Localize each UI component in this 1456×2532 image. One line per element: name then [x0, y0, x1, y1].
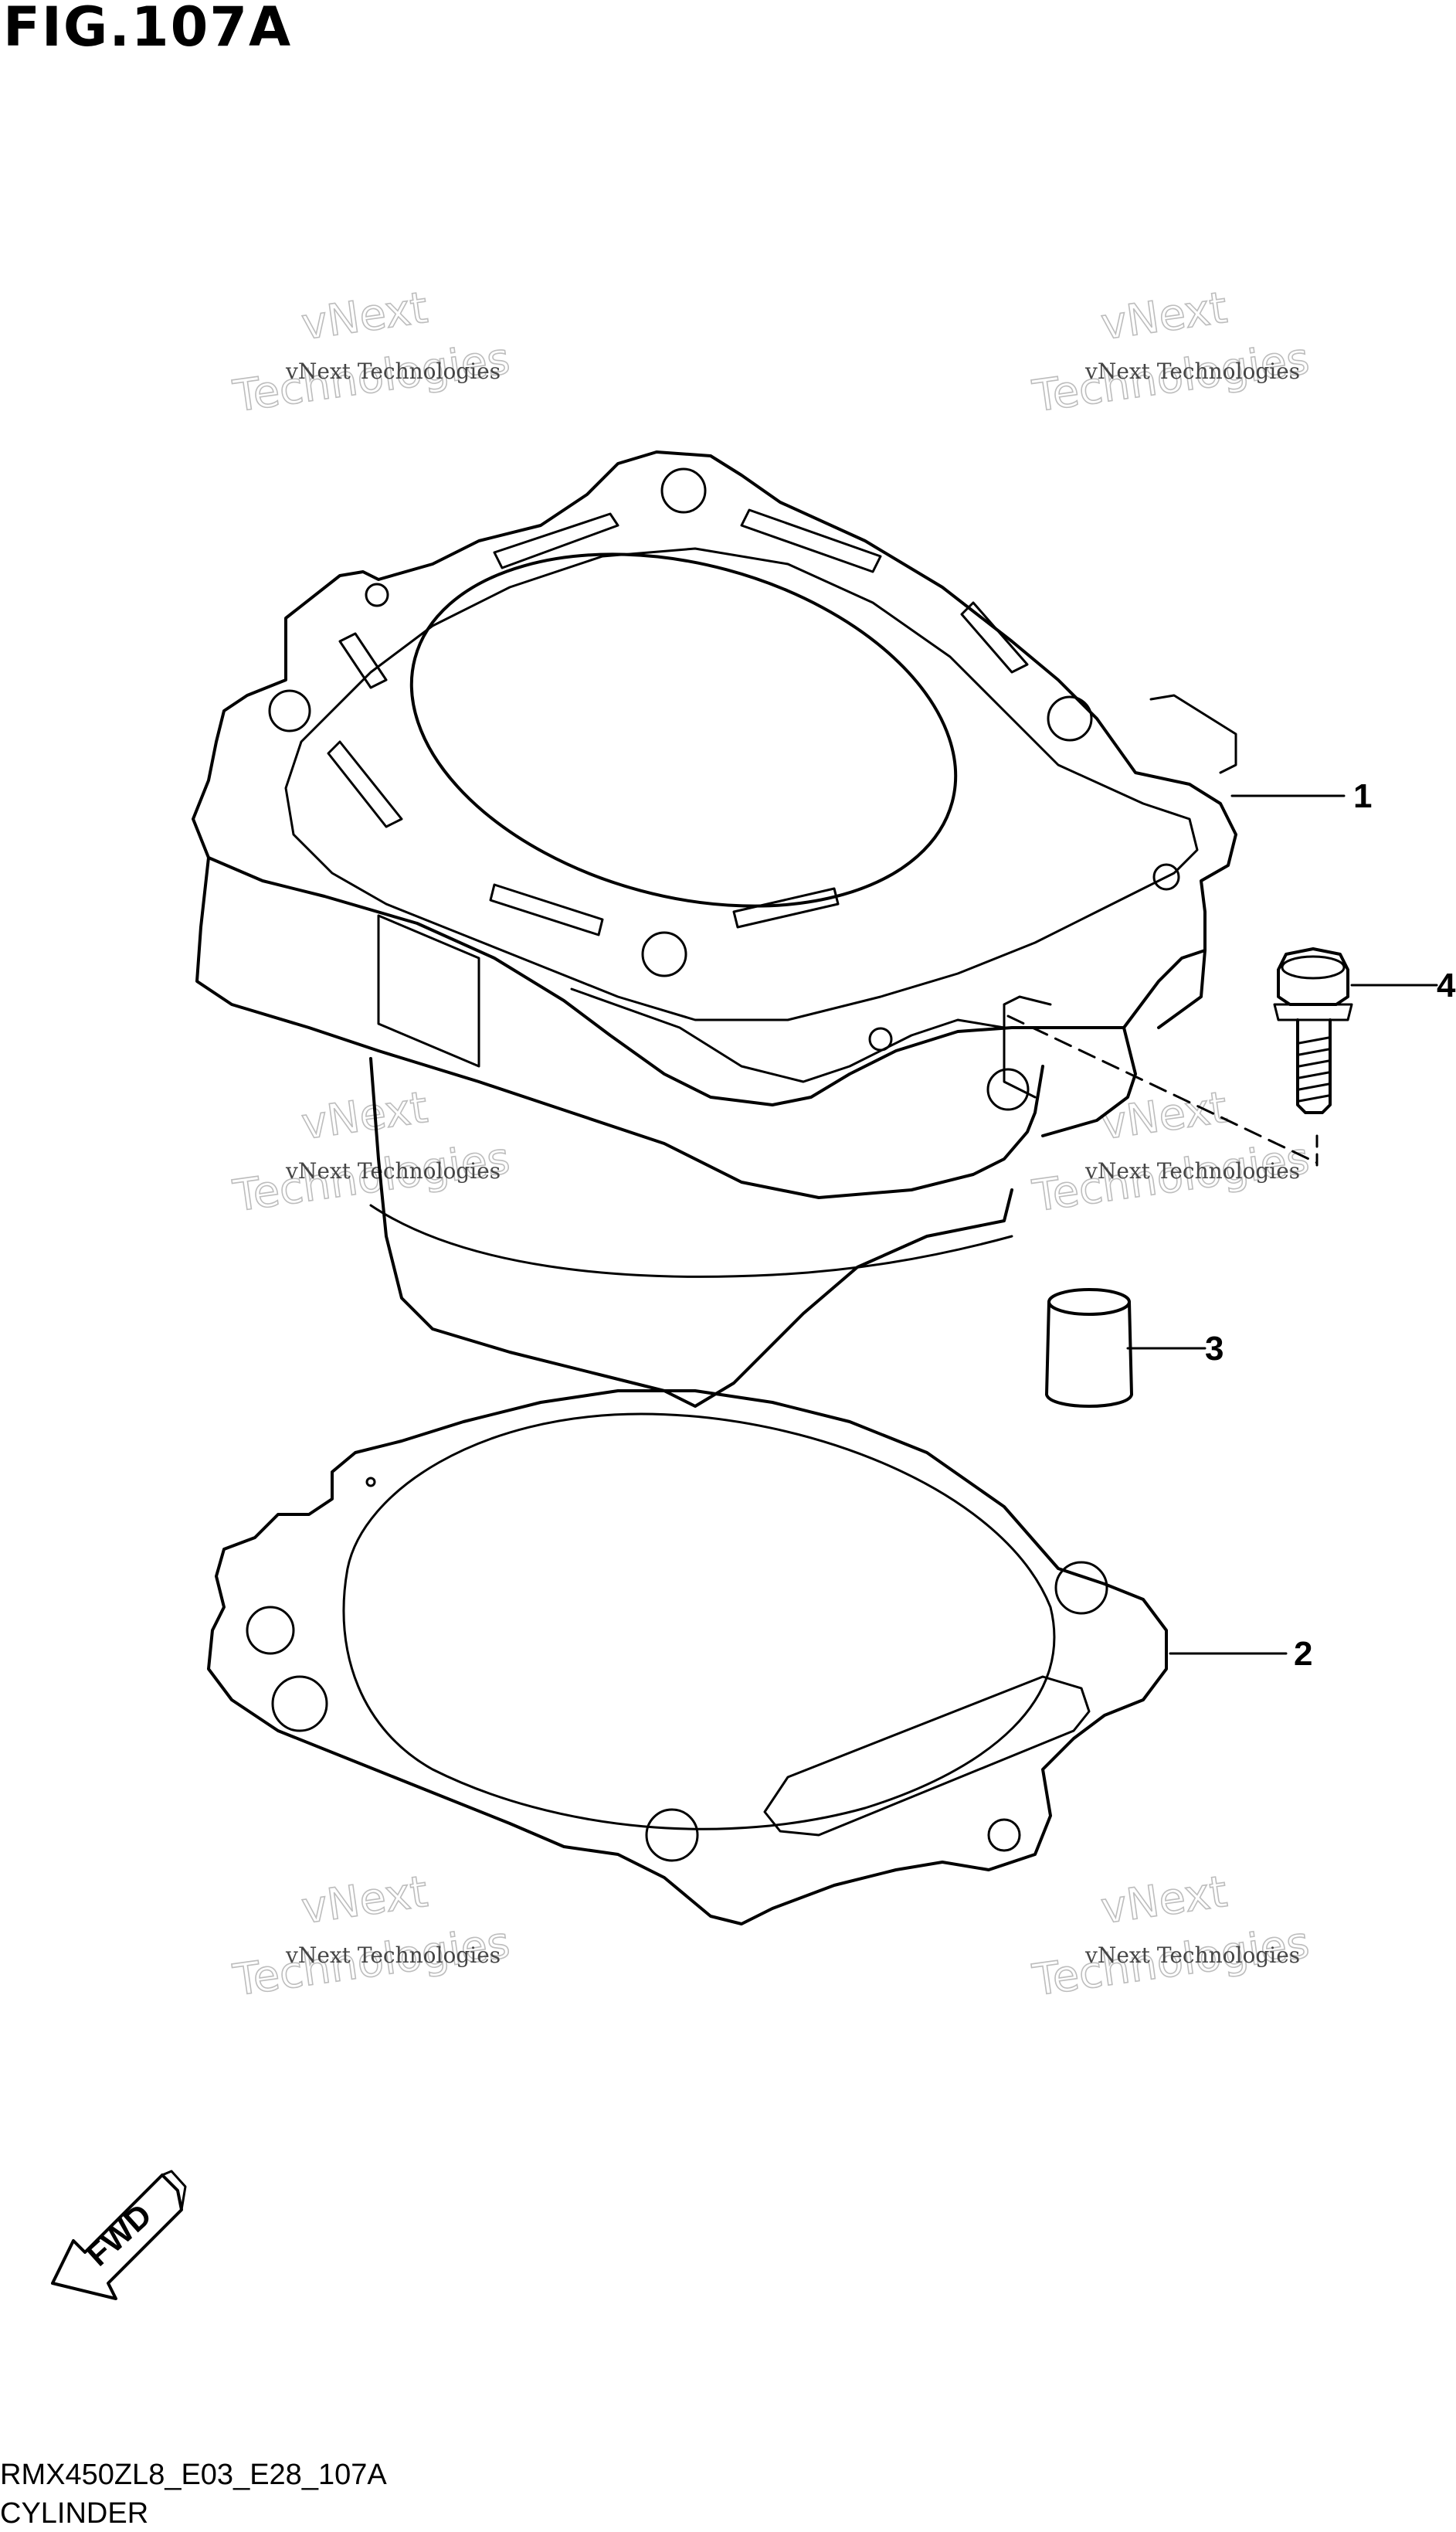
bolt-thread	[1298, 1036, 1330, 1103]
gasket-bolt-hole-2	[271, 1675, 328, 1732]
cylinder-part[interactable]	[192, 450, 1237, 1408]
cylinder-bolt-hole-1	[660, 467, 707, 514]
dowel-pin-body	[1045, 1300, 1133, 1408]
cylinder-bolt-hole-6	[641, 931, 687, 977]
dowel-pin-top	[1047, 1288, 1131, 1316]
bolt-head-top	[1281, 955, 1346, 980]
section-name-label: CYLINDER	[0, 2497, 149, 2530]
watermark-group: vNext Technologies vNext Technologies vN…	[229, 282, 1313, 2007]
cylinder-deck-inner-ring	[284, 547, 1199, 1021]
gasket-bolt-hole-5	[987, 1818, 1021, 1852]
model-code-label: RMX450ZL8_E03_E28_107A	[0, 2459, 387, 2491]
bolt-shank	[1296, 1018, 1332, 1114]
fwd-direction-arrow: FWD	[51, 2170, 187, 2300]
watermark-big-1: vNext	[1098, 1867, 1230, 1934]
watermark-small: vNext Technologies	[285, 359, 501, 384]
gasket-part[interactable]	[207, 1389, 1168, 1925]
watermark-small: vNext Technologies	[285, 1158, 501, 1184]
watermark-top-right: vNext Technologies vNext Technologies	[1029, 282, 1313, 423]
fwd-arrow-icon	[51, 2173, 183, 2300]
cylinder-top-deck	[192, 450, 1237, 1106]
watermark-big-1: vNext	[299, 1082, 431, 1150]
cylinder-coolant-slot-1	[493, 512, 619, 569]
cylinder-sleeve	[369, 1057, 1013, 1408]
watermark-bottom-right: vNext Technologies vNext Technologies	[1029, 1866, 1313, 2007]
gasket-cam-chain-opening	[763, 1675, 1091, 1837]
cylinder-bore	[409, 552, 958, 908]
gasket-bolt-hole-1	[246, 1606, 295, 1655]
watermark-mid-left: vNext Technologies vNext Technologies	[229, 1082, 514, 1222]
watermark-top-left: vNext Technologies vNext Technologies	[229, 282, 514, 423]
cylinder-bolt-hole-8	[986, 1068, 1030, 1111]
gasket-outer-edge	[207, 1389, 1168, 1925]
fwd-arrow-depth	[161, 2170, 187, 2211]
watermark-small: vNext Technologies	[1084, 359, 1300, 384]
callout-3-number: 3	[1205, 1330, 1224, 1368]
cylinder-coolant-slot-3	[960, 601, 1029, 674]
watermark-small: vNext Technologies	[1084, 1942, 1300, 1968]
cylinder-coolant-slot-5	[327, 740, 403, 828]
cylinder-exhaust-port	[377, 914, 480, 1068]
watermark-big-1: vNext	[1098, 1082, 1230, 1150]
callout-2[interactable]: 2	[1169, 1635, 1312, 1673]
figure-title: FIG.107A	[3, 0, 293, 59]
cylinder-stud-boss	[1003, 995, 1052, 1099]
watermark-mid-right: vNext Technologies vNext Technologies	[1029, 1082, 1313, 1222]
cylinder-body-right-side	[1041, 949, 1207, 1137]
watermark-big-1: vNext	[1098, 283, 1230, 350]
callout-4[interactable]: 4	[1350, 967, 1456, 1004]
watermark-small: vNext Technologies	[1084, 1158, 1300, 1184]
cylinder-intake-flange	[570, 987, 1006, 1083]
watermark-big-1: vNext	[299, 1867, 431, 1934]
callout-3[interactable]: 3	[1126, 1330, 1224, 1368]
gasket-locator-dot	[365, 1477, 376, 1487]
cylinder-bolt-hole-3	[268, 689, 311, 732]
gasket-bolt-hole-4	[645, 1808, 699, 1862]
watermark-small: vNext Technologies	[285, 1942, 501, 1968]
callout-1-number: 1	[1353, 777, 1372, 815]
callout-1[interactable]: 1	[1230, 777, 1372, 815]
watermark-big-1: vNext	[299, 283, 431, 350]
fwd-label: FWD	[80, 2197, 159, 2273]
cylinder-sleeve-ring	[369, 1204, 1013, 1278]
cylinder-coolant-slot-6	[489, 883, 604, 936]
cylinder-bolt-hole-5	[1152, 863, 1180, 891]
watermark-bottom-left: vNext Technologies vNext Technologies	[229, 1866, 514, 2007]
cylinder-cam-chain-boss	[1149, 694, 1237, 774]
dowel-pin-part[interactable]	[1045, 1288, 1133, 1408]
cylinder-coolant-slot-7	[732, 887, 840, 929]
cylinder-body-left	[195, 856, 1044, 1199]
cylinder-coolant-slot-2	[740, 508, 882, 573]
bolt-assembly-line	[1006, 1014, 1319, 1164]
cylinder-coolant-slot-4	[338, 632, 388, 689]
bolt-head	[1277, 947, 1349, 1006]
bolt-flange	[1273, 1003, 1353, 1021]
bolt-part[interactable]	[1273, 947, 1353, 1168]
gasket-bolt-hole-3	[1054, 1561, 1108, 1615]
callout-2-number: 2	[1294, 1635, 1312, 1673]
gasket-inner-bore	[342, 1412, 1056, 1830]
cylinder-bolt-hole-2	[365, 583, 389, 607]
callout-4-number: 4	[1437, 967, 1456, 1004]
cylinder-bolt-hole-4	[1047, 695, 1093, 742]
